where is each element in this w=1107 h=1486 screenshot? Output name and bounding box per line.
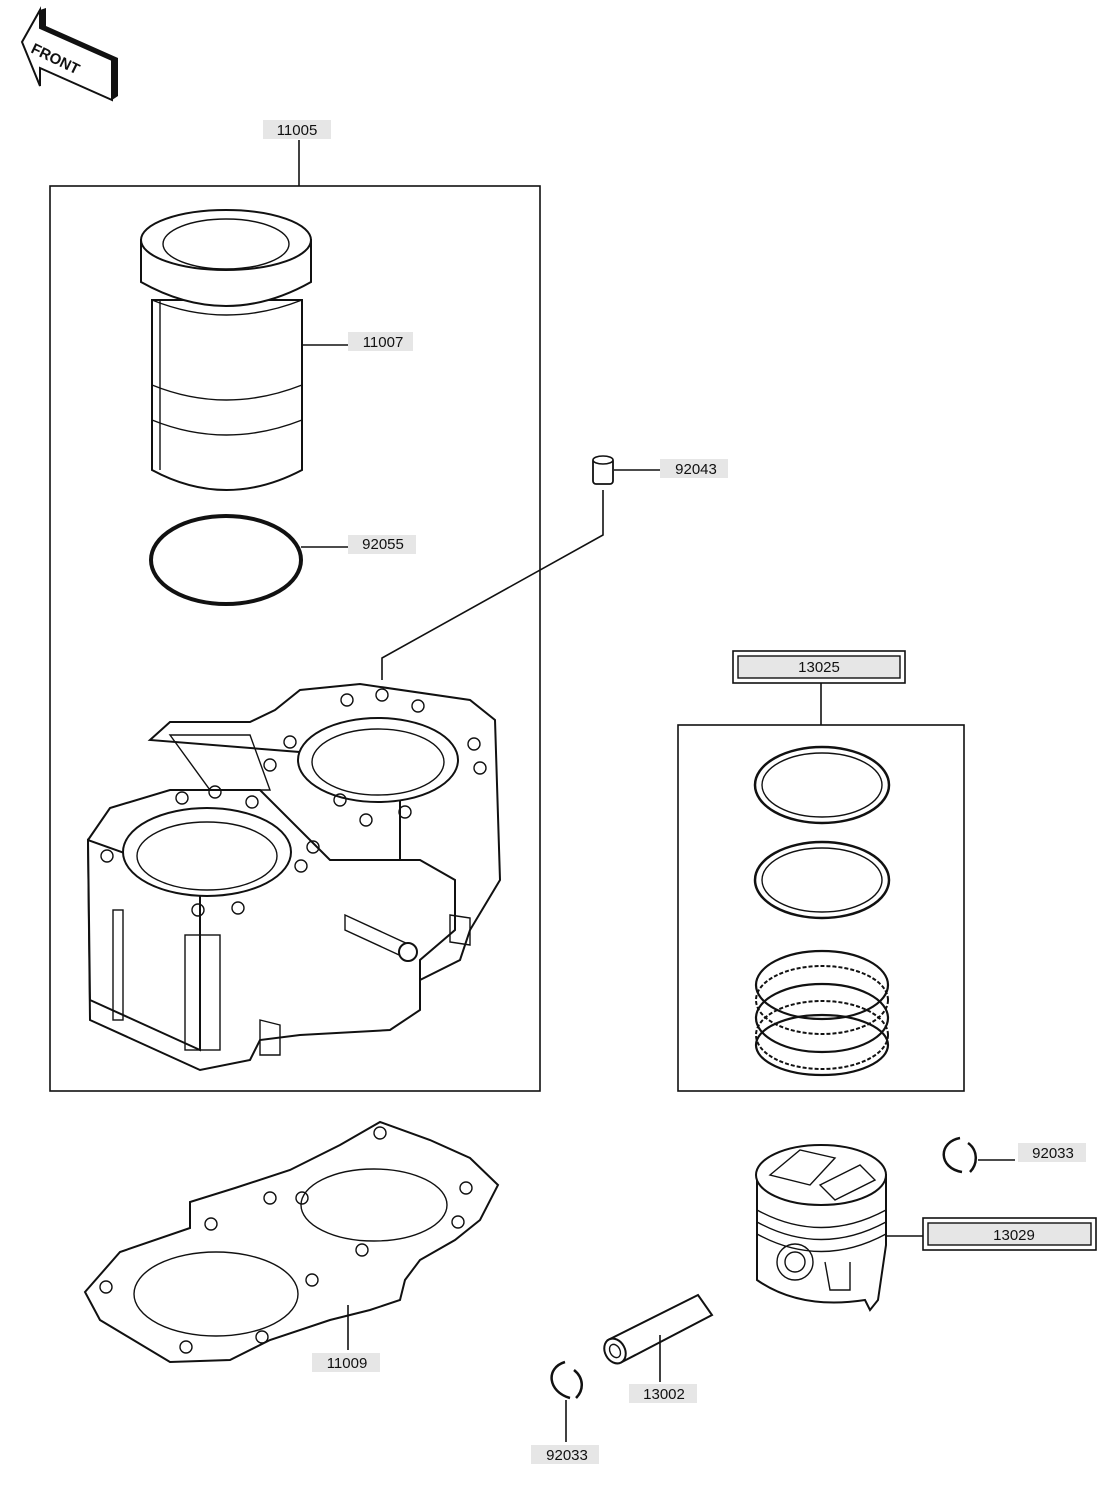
- top-ring[interactable]: [753, 745, 891, 825]
- callout-92055-label: 92055: [362, 536, 404, 553]
- cylinder-sleeve[interactable]: [140, 209, 312, 491]
- cylinder-group-box: [49, 185, 541, 1092]
- callout-13002-label: 13002: [643, 1386, 685, 1403]
- o-ring[interactable]: [149, 514, 303, 606]
- front-arrow: FRONT: [20, 6, 118, 102]
- cylinder-block[interactable]: [86, 682, 502, 1072]
- callout-92043-label: 92043: [675, 461, 717, 478]
- callout-13029-label: 13029: [993, 1227, 1035, 1244]
- callout-13025[interactable]: 13025: [732, 650, 906, 684]
- callout-92055[interactable]: 92055: [348, 535, 416, 554]
- callout-11007-label: 11007: [363, 334, 404, 351]
- piston-ring-group-box: [677, 724, 965, 1092]
- oil-ring[interactable]: [754, 949, 890, 1077]
- callout-11005-label: 11005: [277, 122, 318, 139]
- callout-92033-lower[interactable]: 92033: [531, 1445, 599, 1464]
- callout-13025-label: 13025: [798, 659, 840, 676]
- callout-13002[interactable]: 13002: [629, 1384, 697, 1403]
- callout-11005[interactable]: 11005: [263, 120, 331, 139]
- callout-13029[interactable]: 13029: [922, 1217, 1097, 1251]
- piston-pin[interactable]: [600, 1293, 714, 1367]
- callout-11007[interactable]: 11007: [348, 332, 413, 351]
- callout-92033-upper[interactable]: 92033: [1018, 1143, 1086, 1162]
- second-ring[interactable]: [753, 840, 891, 920]
- circlip-lower[interactable]: [550, 1360, 583, 1400]
- callout-92033-lower-label: 92033: [546, 1447, 588, 1464]
- callout-11009[interactable]: 11009: [312, 1353, 380, 1372]
- callout-92033-upper-label: 92033: [1032, 1145, 1074, 1162]
- dowel-pin[interactable]: [592, 455, 614, 485]
- base-gasket[interactable]: [83, 1120, 500, 1364]
- callout-92043[interactable]: 92043: [660, 459, 728, 478]
- circlip-upper[interactable]: [942, 1136, 977, 1174]
- callout-11009-label: 11009: [327, 1355, 368, 1372]
- piston[interactable]: [755, 1144, 887, 1312]
